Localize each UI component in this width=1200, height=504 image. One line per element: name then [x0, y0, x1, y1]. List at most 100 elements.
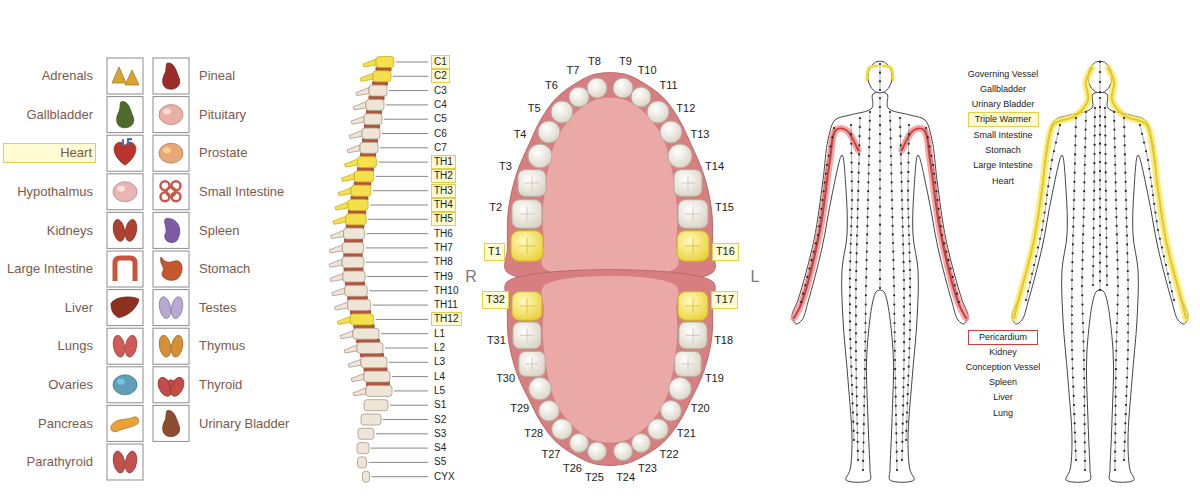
acupoint	[908, 366, 910, 368]
organ-icon	[107, 405, 143, 441]
acupoint	[864, 340, 866, 342]
vertebra-label: L5	[434, 385, 445, 397]
vertebra	[362, 128, 380, 139]
acupoint	[1051, 159, 1053, 161]
tooth	[539, 400, 560, 421]
acupoint	[1099, 71, 1101, 73]
acupoint	[1124, 144, 1126, 146]
acupoint	[901, 450, 903, 452]
acupoint	[902, 243, 904, 245]
acupoint	[879, 224, 881, 226]
tooth	[512, 200, 542, 229]
acupoint	[879, 251, 881, 253]
organ-icon	[153, 367, 189, 403]
acupoint	[907, 208, 909, 210]
icon-frame	[107, 174, 143, 210]
acupoint	[811, 259, 813, 261]
acupoint	[850, 216, 852, 218]
acupoint	[905, 430, 907, 432]
leader-line	[370, 205, 428, 206]
organ-shape	[111, 417, 139, 432]
tooth	[647, 101, 669, 123]
tooth-number: T28	[524, 427, 543, 440]
tooth-cusp	[525, 357, 538, 370]
tooth-crown	[519, 351, 545, 376]
tooth-crown	[614, 442, 633, 461]
acupoint	[1073, 413, 1075, 415]
acupoint	[1093, 162, 1095, 164]
acupoint	[1047, 185, 1049, 187]
leader-line	[382, 133, 428, 134]
acupoint	[1082, 251, 1084, 253]
acupoint	[1117, 276, 1119, 278]
organ-label: Liver	[65, 300, 93, 316]
organ-shape	[112, 450, 127, 474]
acupoint	[908, 124, 910, 126]
meridian-line	[1082, 112, 1086, 470]
acupoint	[1081, 268, 1083, 270]
acupoint	[864, 331, 866, 333]
vertebra	[342, 257, 364, 268]
meridian-line	[1100, 98, 1101, 290]
meridian-name: Stomach	[983, 145, 1023, 156]
spinous-process	[337, 316, 350, 324]
acupoint	[909, 338, 911, 340]
acupoint	[1104, 153, 1106, 155]
acupoint	[1116, 251, 1118, 253]
tooth-number: T30	[496, 372, 515, 385]
acupoint	[1127, 323, 1129, 325]
organ-shape	[113, 375, 137, 395]
acupoint	[806, 276, 808, 278]
acupoint	[1169, 281, 1171, 283]
acupoint	[855, 368, 857, 370]
meridian-line	[850, 125, 854, 440]
acupoint	[1093, 190, 1095, 192]
acupoint	[956, 293, 958, 295]
acupoint	[909, 303, 911, 305]
acupoint	[1115, 181, 1117, 183]
acupoint	[1094, 144, 1096, 146]
acupoint	[1071, 270, 1073, 272]
acupoint	[1074, 135, 1076, 137]
vertebra-highlight: TH4	[431, 198, 456, 212]
icon-frame	[153, 251, 189, 287]
leader-line	[373, 305, 429, 306]
icon-frame	[153, 405, 189, 441]
acupoint	[815, 242, 817, 244]
tooth-number: T12	[676, 102, 695, 115]
organ-label: Spleen	[199, 223, 239, 239]
organ-highlight: Heart	[3, 143, 96, 163]
acupoint	[903, 350, 905, 352]
acupoint	[1050, 168, 1052, 170]
acupoint	[901, 432, 903, 434]
vertebra-label: C2	[434, 70, 447, 82]
tooth	[631, 87, 651, 107]
organ-icon	[153, 58, 189, 94]
acupoint	[1099, 81, 1101, 83]
acupoint	[1099, 115, 1101, 117]
acupoint	[1115, 396, 1117, 398]
acupoint	[1071, 349, 1073, 351]
spinous-process	[348, 359, 361, 367]
tooth-number: T31	[487, 334, 506, 347]
tooth	[551, 101, 573, 123]
acupoint	[1094, 125, 1096, 127]
acupoint	[862, 451, 864, 453]
acupoint	[831, 136, 833, 138]
acupoint	[1099, 91, 1101, 93]
vertebra-highlight: C1	[431, 55, 450, 69]
acupoint	[1153, 203, 1155, 205]
acupoint	[1075, 450, 1077, 452]
acupoint	[903, 332, 905, 334]
acupoint	[862, 469, 864, 471]
organ-icon	[153, 251, 189, 287]
vertebra-label: L3	[434, 356, 445, 368]
acupoint	[829, 145, 831, 147]
highlight-meridian	[867, 66, 877, 80]
tooth	[588, 442, 607, 461]
organ-icon	[153, 97, 189, 133]
acupoint	[868, 173, 870, 175]
meridian-name: Heart	[990, 176, 1016, 187]
tooth-highlight: T1	[484, 243, 505, 261]
acupoint	[867, 181, 869, 183]
